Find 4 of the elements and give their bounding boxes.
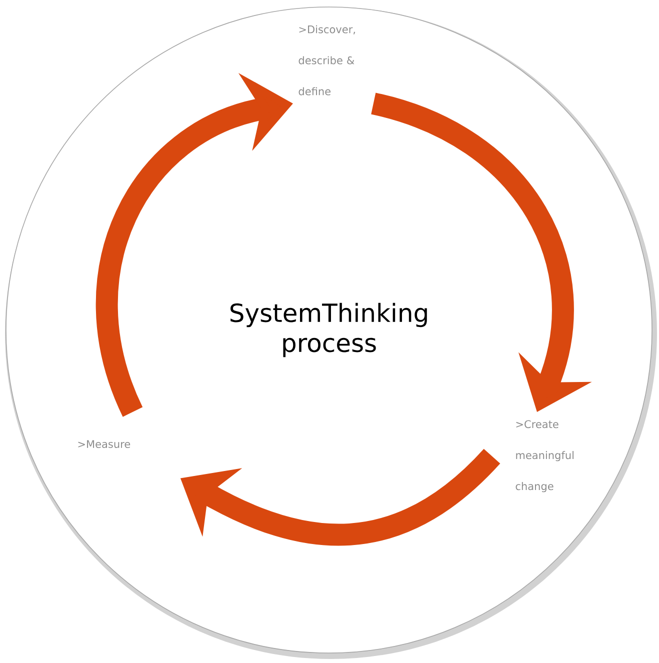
stage-label: >Discover, describe & define [298,25,355,96]
stage-label: >Measure [78,440,130,448]
node-label: SystemThinking process [230,302,427,358]
stage-label: >Create meaningful change [516,420,574,492]
